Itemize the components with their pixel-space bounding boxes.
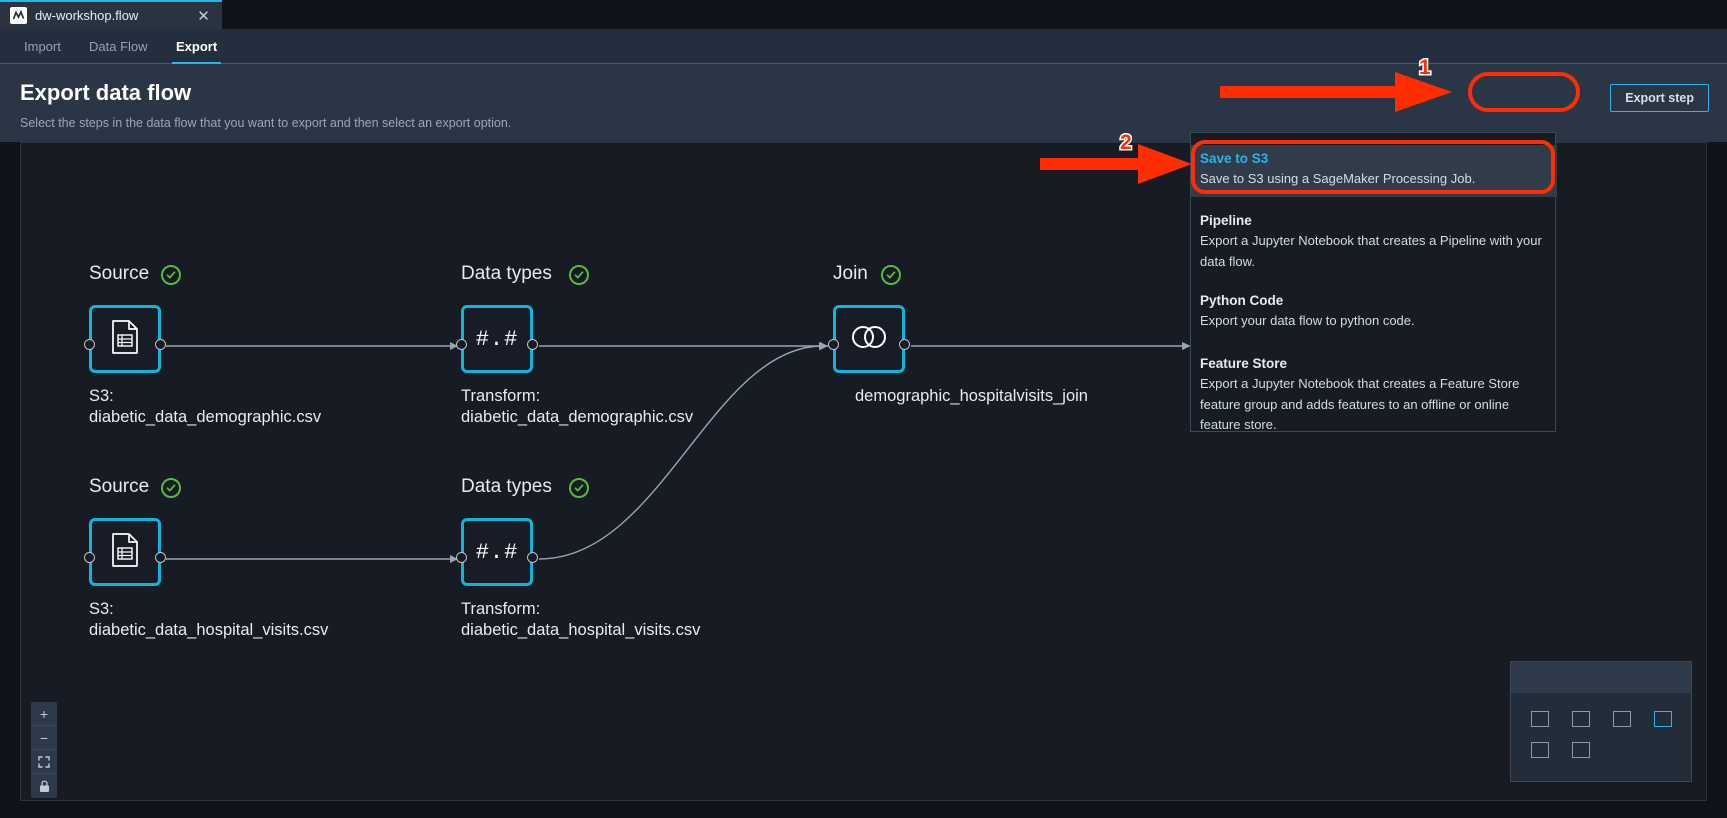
menu-item-description: Export a Jupyter Notebook that creates a…: [1200, 233, 1542, 269]
node-port-in[interactable]: [828, 339, 839, 350]
menu-item-title: Feature Store: [1200, 356, 1288, 371]
node-title: Data types: [461, 476, 552, 497]
tab-import[interactable]: Import: [24, 39, 61, 54]
menu-item-description: Export your data flow to python code.: [1200, 313, 1415, 328]
node-label-line2: diabetic_data_hospital_visits.csv: [89, 621, 329, 639]
tab-export[interactable]: Export: [172, 29, 222, 64]
node-label-line2: diabetic_data_hospital_visits.csv: [461, 621, 701, 639]
lock-icon: [39, 779, 50, 793]
zoom-out-button[interactable]: −: [31, 726, 57, 750]
node-port-in[interactable]: [84, 552, 95, 563]
node-icon-box[interactable]: [828, 305, 910, 373]
fit-to-screen-button[interactable]: [31, 750, 57, 774]
node-icon-box[interactable]: [84, 518, 166, 586]
primary-nav-tabs: Import Data Flow Export: [0, 29, 1727, 64]
lock-button[interactable]: [31, 774, 57, 798]
node-title: Data types: [461, 263, 552, 284]
node-icon-box[interactable]: #.#: [456, 518, 538, 586]
flow-file-icon: [10, 7, 27, 24]
node-label-line1: Transform:: [461, 600, 541, 618]
status-check-icon: [569, 478, 589, 498]
menu-item-feature-store[interactable]: Feature Store Export a Jupyter Notebook …: [1191, 354, 1557, 436]
page-title: Export data flow: [20, 80, 192, 105]
hash-dot-hash-icon: #.#: [475, 326, 519, 352]
canvas-zoom-controls: + −: [31, 702, 57, 798]
minimap-node: [1572, 742, 1590, 758]
page-subtitle: Select the steps in the data flow that y…: [20, 116, 512, 130]
minus-icon: −: [39, 729, 49, 746]
file-tab-label: dw-workshop.flow: [35, 8, 139, 23]
file-tab-dw-workshop[interactable]: dw-workshop.flow ✕: [0, 0, 222, 29]
minimap-node-selected: [1654, 711, 1672, 727]
node-title: Join: [833, 263, 868, 284]
annotation-number-2: 2: [1119, 130, 1134, 156]
node-label-line2: diabetic_data_demographic.csv: [89, 408, 322, 426]
menu-item-description: Save to S3 using a SageMaker Processing …: [1200, 171, 1476, 186]
zoom-in-button[interactable]: +: [31, 702, 57, 726]
node-port-out[interactable]: [527, 552, 538, 563]
minimap-viewport[interactable]: [1511, 693, 1691, 781]
fit-screen-icon: [38, 755, 50, 768]
status-check-icon: [881, 265, 901, 285]
flow-connection-wires: [166, 342, 1191, 563]
minimap-node: [1531, 742, 1549, 758]
menu-item-save-to-s3[interactable]: Save to S3 Save to S3 using a SageMaker …: [1191, 145, 1557, 197]
status-check-icon: [161, 265, 181, 285]
data-file-icon: [111, 532, 139, 572]
data-file-icon: [111, 319, 139, 359]
node-label-line1: demographic_hospitalvisits_join: [855, 387, 1088, 405]
node-title: Source: [89, 263, 150, 284]
menu-item-title: Python Code: [1200, 293, 1284, 308]
join-venn-icon: [850, 325, 888, 354]
node-port-out[interactable]: [155, 339, 166, 350]
menu-item-python-code[interactable]: Python Code Export your data flow to pyt…: [1191, 291, 1557, 332]
menu-item-title: Pipeline: [1200, 213, 1252, 228]
node-title: Source: [89, 476, 150, 497]
export-step-button[interactable]: Export step: [1610, 84, 1709, 112]
node-label-line1: S3:: [89, 600, 114, 618]
node-port-in[interactable]: [456, 339, 467, 350]
window-tab-bar: dw-workshop.flow ✕: [0, 0, 1727, 29]
node-label-line1: Transform:: [461, 387, 541, 405]
node-label-line2: diabetic_data_demographic.csv: [461, 408, 694, 426]
node-port-out[interactable]: [155, 552, 166, 563]
node-port-out[interactable]: [527, 339, 538, 350]
menu-item-description: Export a Jupyter Notebook that creates a…: [1200, 376, 1520, 432]
menu-item-title: Save to S3: [1200, 151, 1269, 166]
plus-icon: +: [39, 705, 49, 722]
tab-data-flow[interactable]: Data Flow: [89, 39, 148, 54]
minimap-node: [1613, 711, 1631, 727]
node-port-out[interactable]: [899, 339, 910, 350]
node-icon-box[interactable]: [84, 305, 166, 373]
node-port-in[interactable]: [84, 339, 95, 350]
close-icon[interactable]: ✕: [197, 8, 210, 25]
node-icon-box[interactable]: #.#: [456, 305, 538, 373]
minimap-node: [1572, 711, 1590, 727]
export-options-menu[interactable]: Save to S3 Save to S3 using a SageMaker …: [1190, 132, 1557, 432]
node-port-in[interactable]: [456, 552, 467, 563]
node-label-line1: S3:: [89, 387, 114, 405]
status-check-icon: [569, 265, 589, 285]
page-header: Export data flow Select the steps in the…: [0, 64, 1727, 142]
canvas-minimap[interactable]: [1510, 661, 1692, 782]
menu-item-pipeline[interactable]: Pipeline Export a Jupyter Notebook that …: [1191, 211, 1557, 272]
status-check-icon: [161, 478, 181, 498]
tab-bar-empty-area: [222, 0, 1727, 29]
annotation-number-1: 1: [1418, 55, 1433, 81]
minimap-node: [1531, 711, 1549, 727]
hash-dot-hash-icon: #.#: [475, 539, 519, 565]
